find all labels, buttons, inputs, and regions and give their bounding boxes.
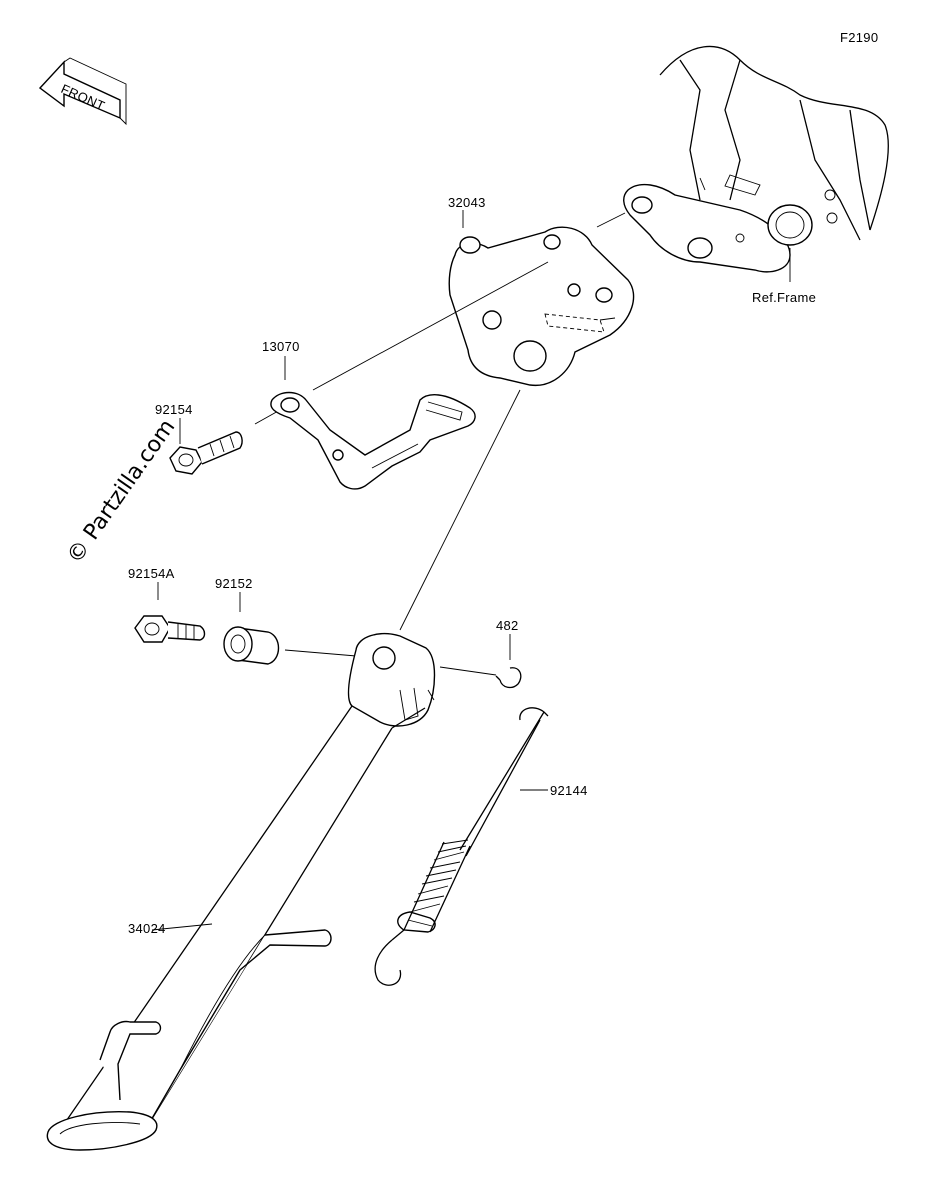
label-13070: 13070	[262, 339, 300, 354]
part-92154-bolt	[169, 431, 243, 475]
label-ref-frame: Ref.Frame	[752, 290, 816, 305]
figure-code: F2190	[840, 30, 878, 45]
part-32043-bracket	[448, 226, 635, 387]
watermark: © Partzilla.com	[62, 415, 180, 568]
part-92152-collar	[223, 626, 280, 665]
label-92144: 92144	[550, 783, 588, 798]
label-34024: 34024	[128, 921, 166, 936]
frame-illustration	[623, 45, 889, 282]
leader-frame-bracket	[596, 212, 626, 228]
part-92144-spring	[374, 707, 549, 986]
part-13070-switch-bracket	[270, 391, 476, 490]
leader-482-stand	[439, 666, 497, 676]
leader-13070-bracket	[312, 261, 549, 391]
label-482: 482	[496, 618, 519, 633]
label-32043: 32043	[448, 195, 486, 210]
part-482-circlip	[495, 667, 522, 689]
front-arrow-icon: FRONT	[38, 57, 127, 126]
spring-coils	[397, 839, 471, 933]
label-92154A: 92154A	[128, 566, 175, 581]
part-34024-side-stand	[46, 632, 436, 1151]
leader-stand-bracket	[399, 389, 521, 631]
part-92154A-bolt	[134, 615, 206, 643]
label-92152: 92152	[215, 576, 253, 591]
label-92154: 92154	[155, 402, 193, 417]
